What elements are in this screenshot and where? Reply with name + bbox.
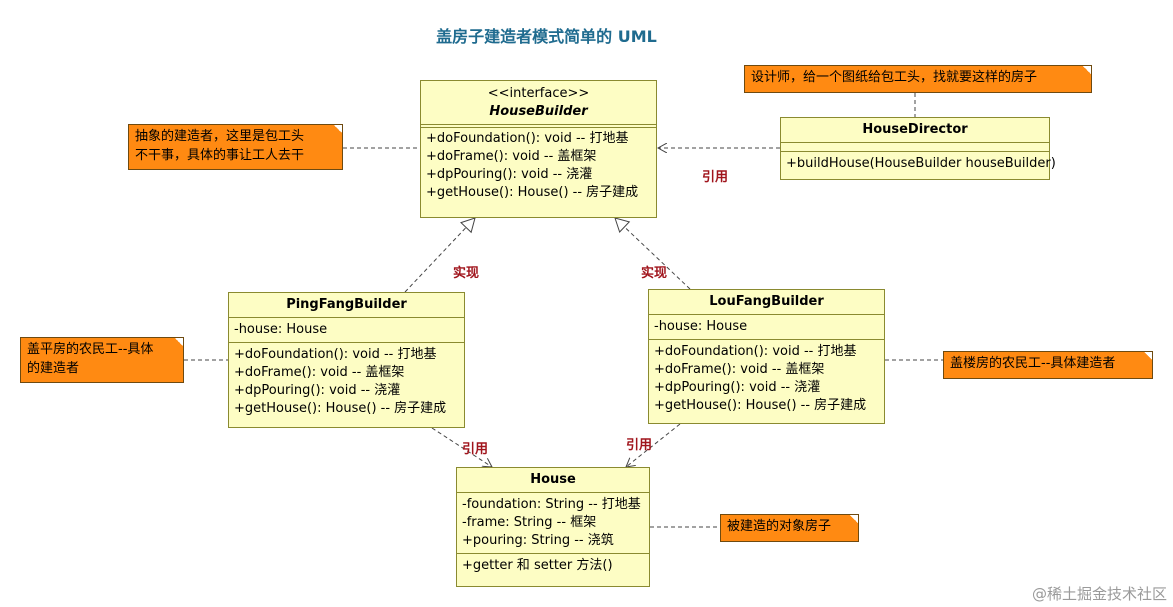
methods-section: +getter 和 setter 方法() <box>457 554 649 578</box>
methods-section: +buildHouse(HouseBuilder houseBuilder) <box>781 152 1056 176</box>
label-implements-loufang: 实现 <box>641 266 668 281</box>
label-implements-pingfang: 实现 <box>453 266 480 281</box>
label-reference-director: 引用 <box>702 170 729 185</box>
class-name: LouFangBuilder <box>709 294 824 309</box>
class-name: HouseDirector <box>862 122 968 137</box>
class-house: House -foundation: String -- 打地基 -frame:… <box>456 467 650 587</box>
note-text-line2: 不干事，具体的事让工人去干 <box>135 148 305 163</box>
methods-section: +doFoundation(): void -- 打地基 +doFrame():… <box>421 128 656 205</box>
class-header: PingFangBuilder <box>229 293 464 318</box>
note-text-line1: 抽象的建造者，这里是包工头 <box>135 129 305 144</box>
methods-section: +doFoundation(): void -- 打地基 +doFrame():… <box>229 343 464 421</box>
class-name: HouseBuilder <box>489 104 588 119</box>
method-row: +dpPouring(): void -- 浇灌 <box>234 383 401 398</box>
attribute-row: -foundation: String -- 打地基 <box>462 497 641 512</box>
method-row: +getHouse(): House() -- 房子建成 <box>234 401 447 416</box>
class-header: LouFangBuilder <box>649 290 884 315</box>
attribute-row: -house: House <box>654 319 748 334</box>
class-house-builder: <<interface>> HouseBuilder +doFoundation… <box>420 80 657 218</box>
method-row: +doFrame(): void -- 盖框架 <box>654 362 825 377</box>
attribute-row: +pouring: String -- 浇筑 <box>462 533 614 548</box>
method-row: +getter 和 setter 方法() <box>462 558 613 573</box>
attributes-section <box>781 143 1049 152</box>
method-row: +doFrame(): void -- 盖框架 <box>234 365 405 380</box>
attributes-section: -foundation: String -- 打地基 -frame: Strin… <box>457 493 649 554</box>
note-text: 设计师，给一个图纸给包工头，找就要这样的房子 <box>751 70 1038 85</box>
method-row: +dpPouring(): void -- 浇灌 <box>654 380 821 395</box>
note-text: 盖楼房的农民工--具体建造者 <box>950 356 1116 371</box>
method-row: +doFoundation(): void -- 打地基 <box>654 344 857 359</box>
attribute-row: -frame: String -- 框架 <box>462 515 597 530</box>
realization-loufang <box>614 217 691 290</box>
note-fold <box>849 514 859 524</box>
attributes-section: -house: House <box>229 318 464 343</box>
note-fold <box>333 124 343 134</box>
realization-pingfang <box>404 217 476 293</box>
attributes-section: -house: House <box>649 315 884 340</box>
diagram-title: 盖房子建造者模式简单的 UML <box>436 27 657 46</box>
class-header: House <box>457 468 649 493</box>
attribute-row: -house: House <box>234 322 328 337</box>
method-row: +buildHouse(HouseBuilder houseBuilder) <box>786 156 1056 171</box>
attributes-section <box>421 125 656 128</box>
note-text-line2: 的建造者 <box>27 361 80 376</box>
class-lou-fang-builder: LouFangBuilder -house: House +doFoundati… <box>648 289 885 424</box>
method-row: +doFoundation(): void -- 打地基 <box>426 131 629 146</box>
class-name: PingFangBuilder <box>286 297 407 312</box>
note-pingfang: 盖平房的农民工--具体 的建造者 <box>20 337 184 383</box>
methods-section: +doFoundation(): void -- 打地基 +doFrame():… <box>649 340 884 418</box>
note-text: 被建造的对象房子 <box>727 519 832 534</box>
class-header: <<interface>> HouseBuilder <box>421 81 656 125</box>
note-builder: 抽象的建造者，这里是包工头 不干事，具体的事让工人去干 <box>128 124 343 170</box>
class-ping-fang-builder: PingFangBuilder -house: House +doFoundat… <box>228 292 465 428</box>
dependency-pingfang-to-house <box>431 427 492 467</box>
note-fold <box>1143 351 1153 361</box>
note-house: 被建造的对象房子 <box>720 514 859 542</box>
method-row: +doFoundation(): void -- 打地基 <box>234 347 437 362</box>
class-house-director: HouseDirector +buildHouse(HouseBuilder h… <box>780 117 1056 180</box>
note-loufang: 盖楼房的农民工--具体建造者 <box>943 351 1153 379</box>
method-row: +dpPouring(): void -- 浇灌 <box>426 167 593 182</box>
note-text-line1: 盖平房的农民工--具体 <box>27 342 154 357</box>
note-fold <box>174 337 184 347</box>
method-row: +doFrame(): void -- 盖框架 <box>426 149 597 164</box>
dependency-loufang-to-house <box>626 423 681 467</box>
class-header: HouseDirector <box>781 118 1049 143</box>
class-name: House <box>530 472 576 487</box>
note-director: 设计师，给一个图纸给包工头，找就要这样的房子 <box>744 65 1092 93</box>
label-reference-pingfang: 引用 <box>462 442 489 457</box>
note-fold <box>1082 65 1092 75</box>
method-row: +getHouse(): House() -- 房子建成 <box>426 185 639 200</box>
stereotype-label: <<interface>> <box>487 86 590 101</box>
method-row: +getHouse(): House() -- 房子建成 <box>654 398 867 413</box>
label-reference-loufang: 引用 <box>626 438 653 453</box>
watermark: @稀土掘金技术社区 <box>1031 585 1167 603</box>
